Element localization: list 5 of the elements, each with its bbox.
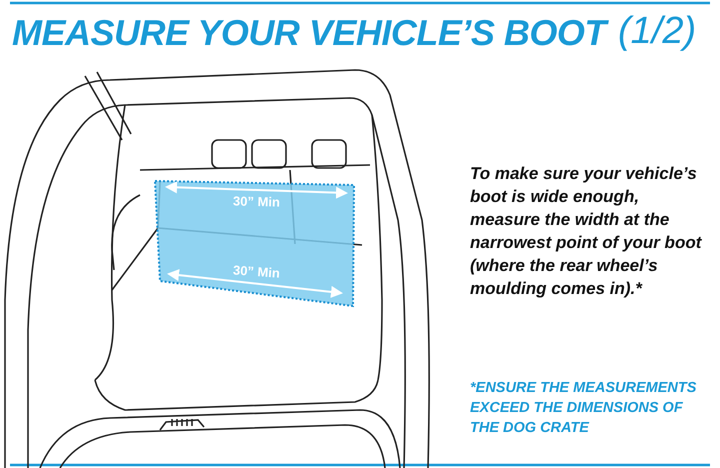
instruction-text: To make sure your vehicle’s boot is wide enough, measure the width at the narrowest point of your boot (where the rear wheel’s moulding comes in).* bbox=[470, 163, 702, 300]
dimension-label: 30” Min bbox=[232, 193, 280, 210]
page-number: (1/2) bbox=[618, 10, 696, 53]
dimension-label: 30” Min bbox=[232, 262, 280, 281]
note-text: *ENSURE THE MEASUREMENTS EXCEED THE DIMENSIONS OF THE DOG CRATE bbox=[470, 379, 698, 438]
